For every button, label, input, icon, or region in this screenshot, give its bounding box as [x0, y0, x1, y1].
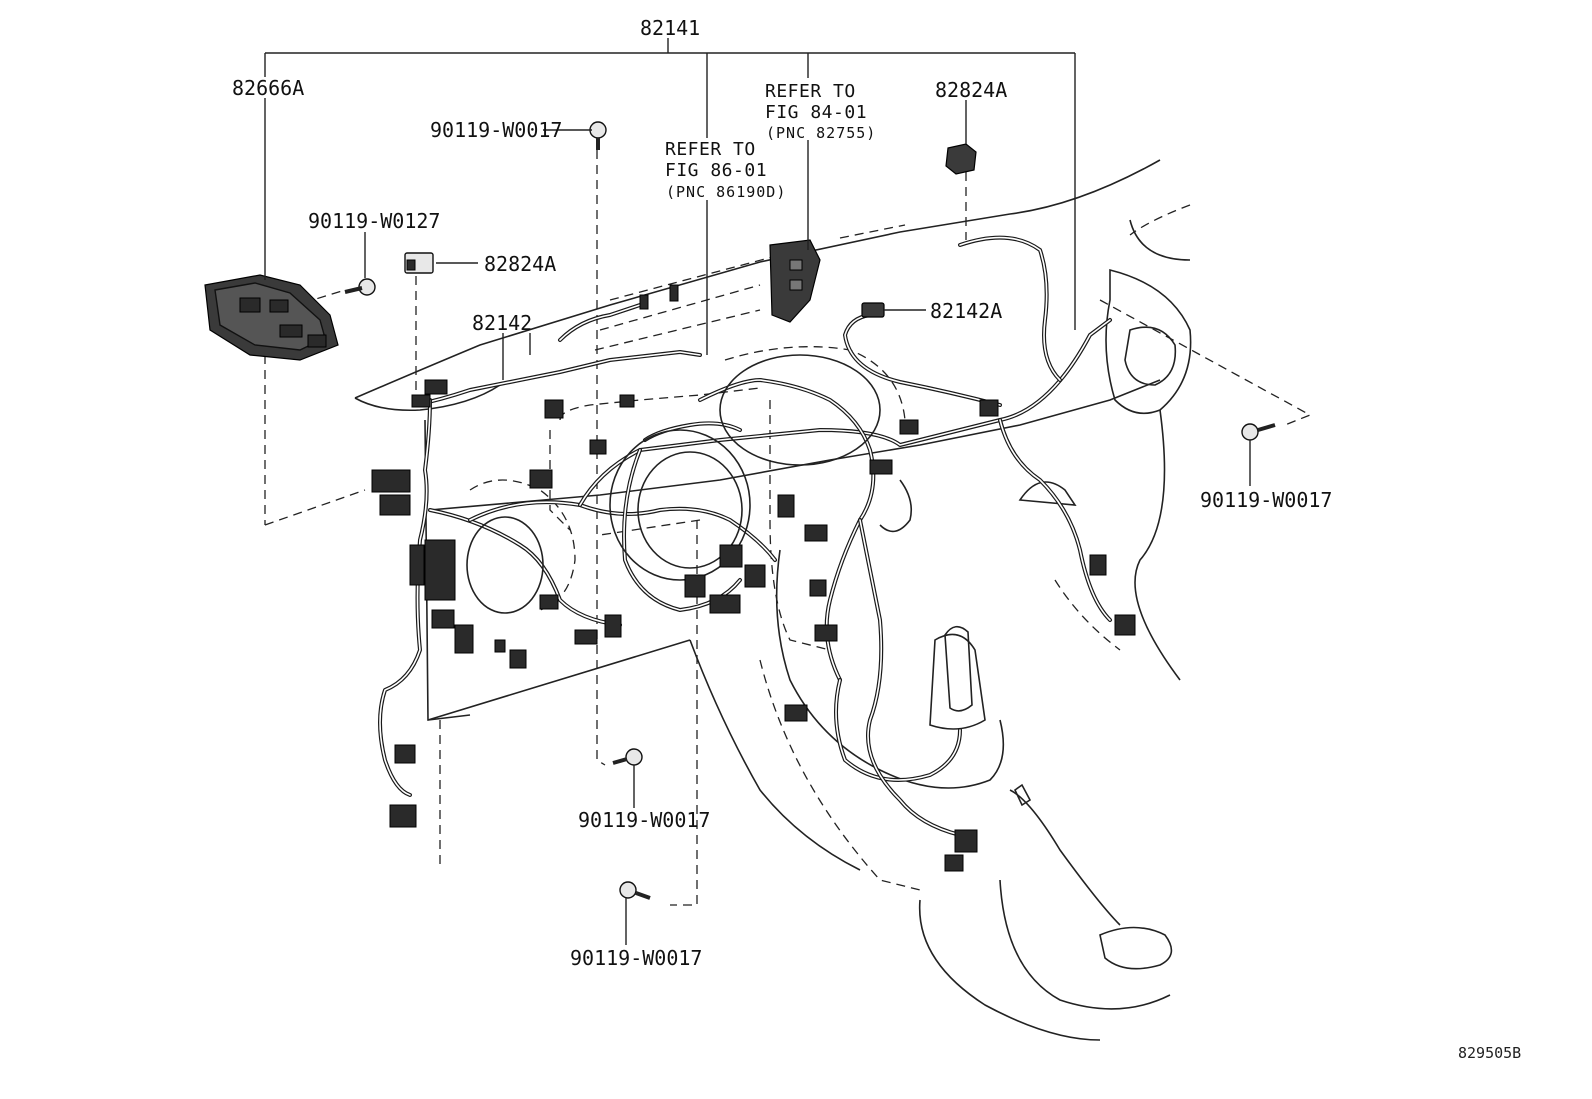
callout-labels: 82141 82666A 82824A 82824A 90119-W0127 9… — [232, 16, 1521, 1062]
connector-82142A — [861, 302, 885, 318]
bolt-mid-bottom-part — [612, 748, 643, 766]
bolt-bottom-part — [619, 881, 651, 900]
label-refer-84-line3: (PNC 82755) — [766, 124, 876, 142]
label-refer-86-line1: REFER TO — [665, 139, 756, 160]
label-90119-W0017-top: 90119-W0017 — [430, 118, 562, 142]
label-refer-84-line1: REFER TO — [765, 81, 856, 102]
connectors — [371, 284, 1136, 872]
shift-lever — [944, 625, 1032, 807]
figure-id: 829505B — [1458, 1044, 1521, 1062]
label-82142: 82142 — [472, 311, 532, 335]
relay-block-84 — [769, 239, 821, 323]
label-refer-86-line3: (PNC 86190D) — [666, 183, 786, 201]
label-82824A-left: 82824A — [484, 252, 556, 276]
label-82141: 82141 — [640, 16, 700, 40]
label-82824A-top: 82824A — [935, 78, 1007, 102]
hidden-edges — [264, 150, 1312, 906]
label-refer-84-line2: FIG 84-01 — [765, 102, 867, 123]
label-82142A: 82142A — [930, 299, 1002, 323]
label-90119-W0127: 90119-W0127 — [308, 209, 440, 233]
junction-block-part — [204, 274, 339, 361]
bolt-top-part — [589, 121, 607, 150]
label-82666A: 82666A — [232, 76, 304, 100]
connector-82824A-left — [404, 252, 434, 274]
leader-lines — [264, 38, 1251, 945]
instrument-cluster-rings — [466, 354, 881, 614]
label-refer-86-line2: FIG 86-01 — [665, 160, 767, 181]
label-90119-W0017-mid: 90119-W0017 — [578, 808, 710, 832]
wire-harness — [378, 235, 1112, 837]
connector-82824A-top — [945, 143, 977, 175]
label-90119-W0017-bottom: 90119-W0017 — [570, 946, 702, 970]
label-90119-W0017-right: 90119-W0017 — [1200, 488, 1332, 512]
dashboard-outline — [354, 159, 1192, 1041]
bolt-right-part — [1241, 423, 1276, 441]
bolt-w0127-part — [344, 278, 376, 296]
